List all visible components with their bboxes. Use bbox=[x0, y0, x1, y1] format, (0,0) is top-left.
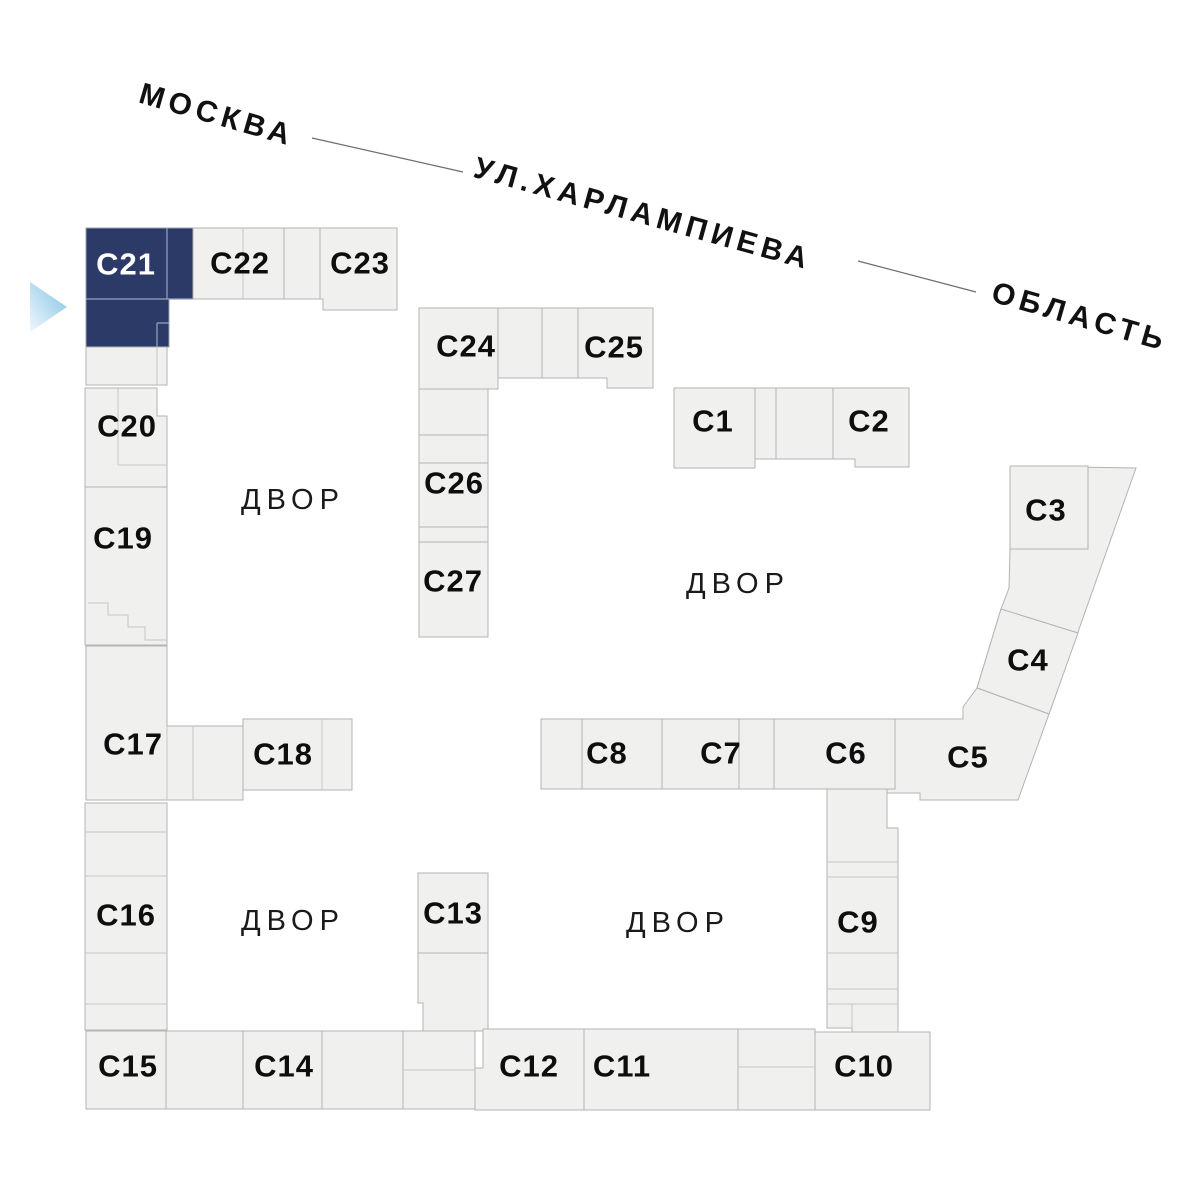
building-label-c4: С4 bbox=[1007, 643, 1049, 678]
building-section[interactable] bbox=[540, 718, 583, 790]
building-label-c11: С11 bbox=[593, 1049, 651, 1084]
courtyard-label: ДВОР bbox=[241, 905, 345, 937]
building-section[interactable] bbox=[418, 434, 489, 464]
building-label-c18: С18 bbox=[253, 737, 313, 772]
building-c23[interactable] bbox=[319, 227, 398, 311]
building-label-c9: С9 bbox=[837, 905, 879, 940]
building-label-c21: С21 bbox=[96, 247, 156, 282]
building-section[interactable] bbox=[754, 387, 777, 460]
building-section[interactable] bbox=[321, 1030, 404, 1110]
section-dividers bbox=[85, 228, 898, 1071]
building-label-c17: С17 bbox=[103, 727, 163, 762]
street-label-oblast: ОБЛАСТЬ bbox=[988, 276, 1172, 358]
building-c17[interactable] bbox=[85, 645, 244, 801]
courtyard-label: ДВОР bbox=[626, 907, 730, 939]
building-section[interactable] bbox=[165, 1030, 244, 1110]
building-label-c16: С16 bbox=[96, 898, 156, 933]
building-label-c2: С2 bbox=[848, 404, 890, 439]
building-section[interactable] bbox=[418, 388, 489, 436]
building-c2[interactable] bbox=[832, 387, 910, 468]
highlight-section-dividers bbox=[86, 228, 193, 347]
building-label-c1: С1 bbox=[692, 404, 734, 439]
building-label-c22: С22 bbox=[210, 246, 270, 281]
building-section[interactable] bbox=[283, 227, 321, 300]
building-c9[interactable] bbox=[826, 788, 899, 1033]
courtyard-labels: ДВОР ДВОР ДВОР ДВОР bbox=[241, 484, 790, 939]
building-section[interactable] bbox=[497, 307, 543, 379]
building-label-c19: С19 bbox=[93, 521, 153, 556]
building-section[interactable] bbox=[85, 346, 168, 386]
street-label-moskva: МОСКВА bbox=[135, 77, 298, 153]
building-label-c13: С13 bbox=[423, 896, 483, 931]
building-section[interactable] bbox=[418, 526, 489, 543]
street-label-kharlampieva: УЛ.ХАРЛАМПИЕВА bbox=[470, 151, 815, 276]
building-c24[interactable] bbox=[418, 307, 499, 390]
courtyard-label: ДВОР bbox=[686, 568, 790, 600]
building-label-c3: С3 bbox=[1025, 493, 1067, 528]
building-label-c26: С26 bbox=[424, 466, 484, 501]
building-label-c24: С24 bbox=[436, 329, 496, 364]
building-label-c14: С14 bbox=[254, 1049, 314, 1084]
building-blocks bbox=[84, 227, 1137, 1111]
building-c1[interactable] bbox=[673, 387, 756, 469]
building-section[interactable] bbox=[541, 307, 579, 379]
building-labels: С21 С22 С23 С20 С19 С17 С18 С16 С15 С14 … bbox=[93, 246, 1067, 1084]
building-c3[interactable] bbox=[1009, 465, 1089, 550]
building-section[interactable] bbox=[737, 1028, 816, 1111]
building-label-c12: С12 bbox=[499, 1049, 559, 1084]
building-c27[interactable] bbox=[418, 541, 489, 638]
building-c5[interactable] bbox=[886, 687, 1050, 801]
building-label-c5: С5 bbox=[947, 740, 989, 775]
building-label-c15: С15 bbox=[98, 1049, 158, 1084]
street-line bbox=[311, 137, 464, 173]
courtyard-label: ДВОР bbox=[241, 484, 345, 516]
building-section[interactable] bbox=[417, 952, 489, 1032]
building-c18[interactable] bbox=[242, 718, 353, 791]
building-c25[interactable] bbox=[577, 307, 654, 389]
building-label-c23: С23 bbox=[330, 246, 390, 281]
building-c19[interactable] bbox=[84, 486, 168, 646]
building-c16[interactable] bbox=[84, 802, 168, 1031]
building-section[interactable] bbox=[738, 718, 775, 790]
building-label-c6: С6 bbox=[825, 736, 867, 771]
arrow-right-icon bbox=[30, 282, 67, 332]
building-label-c20: С20 bbox=[97, 409, 157, 444]
building-label-c25: С25 bbox=[584, 330, 644, 365]
building-label-c8: С8 bbox=[586, 736, 628, 771]
building-label-c10: С10 bbox=[834, 1049, 894, 1084]
street-line bbox=[857, 260, 977, 293]
building-section[interactable] bbox=[775, 387, 834, 460]
building-label-c7: С7 bbox=[700, 736, 742, 771]
street-labels: МОСКВА УЛ.ХАРЛАМПИЕВА ОБЛАСТЬ bbox=[135, 77, 1172, 358]
building-label-c27: С27 bbox=[423, 564, 483, 599]
